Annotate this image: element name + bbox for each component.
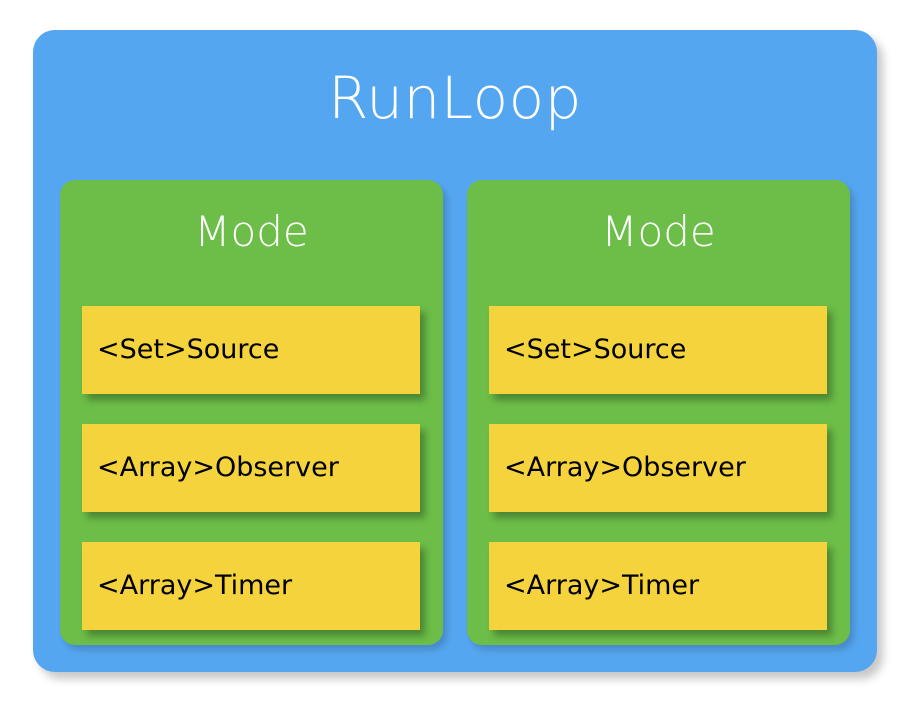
mode-item-observer-2: <Array>Observer — [489, 424, 827, 512]
mode-item-source-2: <Set>Source — [489, 306, 827, 394]
mode-box-1: Mode <Set>Source <Array>Observer <Array>… — [60, 180, 443, 645]
mode-box-2: Mode <Set>Source <Array>Observer <Array>… — [467, 180, 850, 645]
mode-item-label: <Array>Timer — [97, 570, 293, 601]
mode-item-label: <Set>Source — [97, 334, 280, 365]
runloop-container: RunLoop Mode <Set>Source <Array>Observer… — [33, 30, 877, 672]
mode-item-timer-2: <Array>Timer — [489, 542, 827, 630]
mode-columns: Mode <Set>Source <Array>Observer <Array>… — [60, 180, 850, 645]
mode-item-label: <Array>Observer — [504, 452, 746, 483]
runloop-title: RunLoop — [328, 64, 582, 132]
mode-item-label: <Array>Timer — [504, 570, 700, 601]
mode-item-observer-1: <Array>Observer — [82, 424, 420, 512]
mode-item-source-1: <Set>Source — [82, 306, 420, 394]
mode-item-label: <Set>Source — [504, 334, 687, 365]
mode-items-2: <Set>Source <Array>Observer <Array>Timer — [489, 306, 827, 630]
mode-items-1: <Set>Source <Array>Observer <Array>Timer — [82, 306, 420, 630]
mode-title-1: Mode — [194, 207, 309, 256]
mode-item-label: <Array>Observer — [97, 452, 339, 483]
mode-item-timer-1: <Array>Timer — [82, 542, 420, 630]
mode-title-2: Mode — [601, 207, 716, 256]
